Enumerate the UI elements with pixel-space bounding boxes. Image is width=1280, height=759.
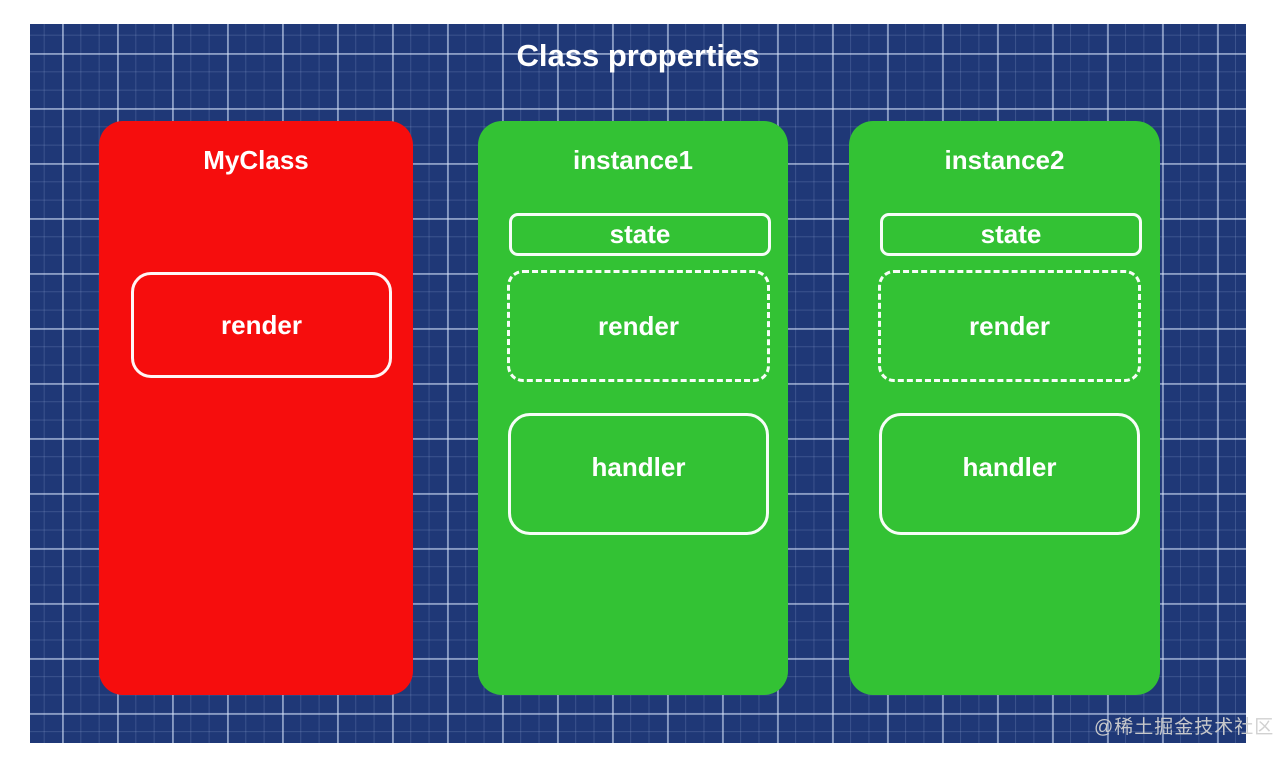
- member-box-myclass-render: render: [131, 272, 392, 378]
- blueprint-background: Class properties MyClass render instance…: [30, 24, 1246, 743]
- member-label: render: [969, 310, 1050, 341]
- member-box-instance1-handler: handler: [508, 413, 769, 535]
- diagram-title: Class properties: [516, 38, 760, 73]
- class-card-myclass: MyClass render: [99, 121, 413, 695]
- member-label: state: [609, 219, 671, 249]
- member-label: handler: [591, 452, 686, 482]
- card-title-instance1: instance1: [573, 145, 693, 175]
- card-title-myclass: MyClass: [203, 145, 309, 175]
- instance-card-instance1: instance1 state render handler: [478, 121, 788, 695]
- member-label: render: [221, 309, 302, 340]
- member-label: render: [598, 310, 679, 341]
- watermark: @稀土掘金技术社区: [1094, 717, 1275, 738]
- card-title-instance2: instance2: [944, 145, 1065, 175]
- member-box-instance1-state: state: [509, 213, 771, 256]
- instance-card-instance2: instance2 state render handler: [849, 121, 1160, 695]
- member-box-instance2-render: render: [878, 270, 1141, 382]
- member-label: state: [980, 219, 1042, 249]
- member-box-instance1-render: render: [507, 270, 770, 382]
- member-box-instance2-state: state: [880, 213, 1142, 256]
- member-label: handler: [962, 452, 1057, 482]
- member-box-instance2-handler: handler: [879, 413, 1140, 535]
